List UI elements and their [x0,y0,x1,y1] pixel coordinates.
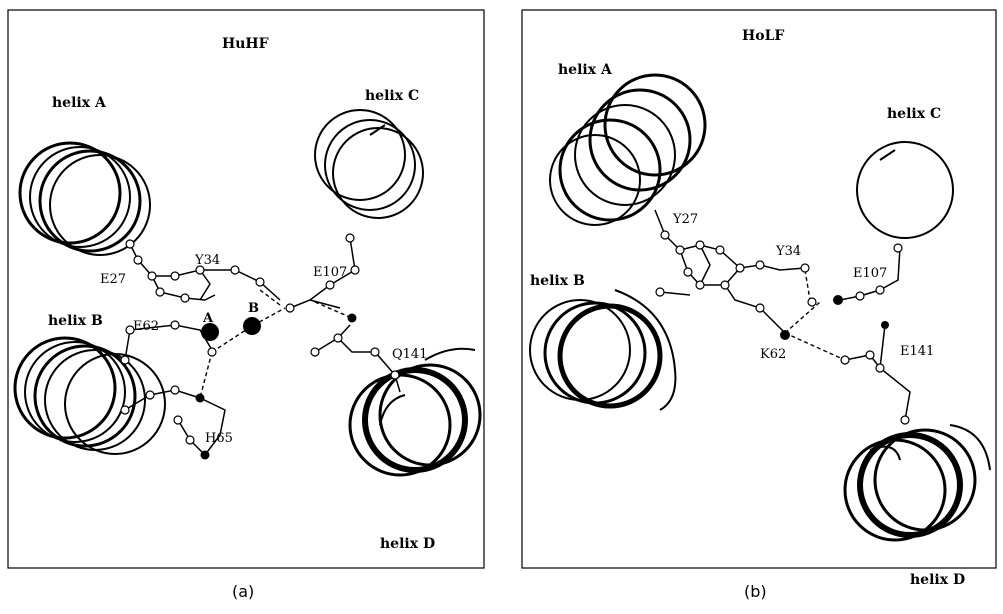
residue-e141-b: E141 [900,344,934,359]
caption-b: (b) [744,582,767,601]
panel-a-atoms [120,233,400,445]
site-a-label: A [202,311,214,326]
panel-b-dark-atoms [780,295,889,340]
panel-b-title: HoLF [742,28,784,44]
panel-a-frame [7,9,485,569]
caption-a: (a) [232,582,255,601]
residue-e27: E27 [100,272,126,287]
panel-a-metal-sites: A B [201,301,261,341]
helix-a-coil-b [549,73,707,226]
panel-a-dark-atoms [195,313,357,460]
site-a-atom [201,323,219,341]
residue-y34: Y34 [194,253,220,268]
residue-h65: H65 [205,431,233,446]
helix-d-coil-b [845,424,991,540]
panel-b-side-chains [654,209,911,421]
panel-b-residue-labels: Y27 Y34 E107 K62 E141 [672,212,934,362]
helix-b-label-b: helix B [530,273,585,289]
panel-b-bonds [784,269,846,361]
residue-y34-b: Y34 [775,244,801,259]
helix-c-label-b: helix C [887,106,941,122]
helix-d-label: helix D [380,536,435,552]
helix-a-label-b: helix A [558,62,613,78]
panel-a: HuHF helix A helix B helix C helix D [7,9,485,569]
residue-e62: E62 [133,319,159,334]
helix-a-coil [18,141,152,257]
panel-a-title: HuHF [222,36,269,52]
helix-c-label: helix C [365,88,419,104]
residue-y27-b: Y27 [672,212,698,227]
residue-q141: Q141 [392,347,427,362]
panel-a-bonds [199,289,353,399]
helix-b-label: helix B [48,313,103,329]
panel-a-residue-labels: E27 Y34 E62 E107 Q141 H65 [100,253,427,446]
helix-d-coil [350,347,480,475]
panel-b-frame [521,9,997,569]
site-b-atom [243,317,261,335]
panel-b: HoLF helix A helix B helix C [521,9,997,588]
residue-k62-b: K62 [760,347,786,362]
site-b-label: B [248,301,259,316]
helix-a-label: helix A [52,95,107,111]
panel-b-atoms [655,230,910,425]
helix-c-coil [314,109,424,219]
residue-e107: E107 [313,265,347,280]
helix-d-label-b: helix D [910,572,965,588]
helix-b-coil-b [529,289,677,411]
helix-b-coil [13,336,166,455]
residue-e107-b: E107 [853,266,887,281]
helix-c-coil-b [856,141,954,239]
